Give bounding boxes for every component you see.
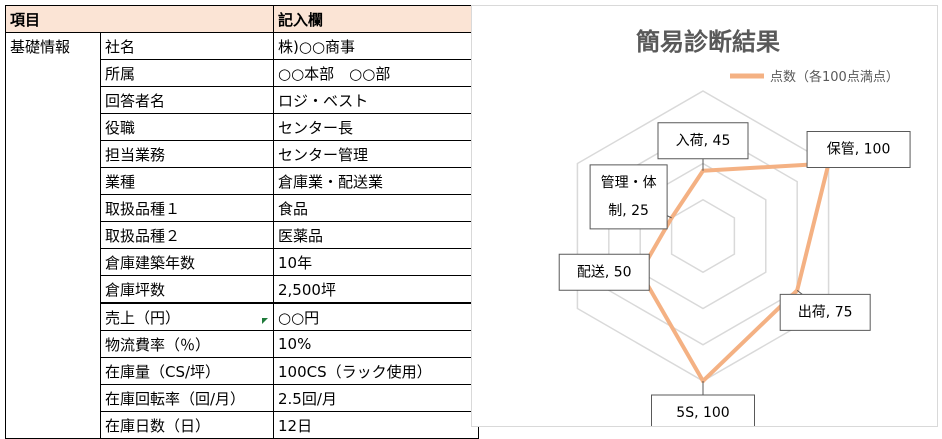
radar-chart: 簡易診断結果 点数（各100点満点） 入荷, 45 保管, 100 出荷, 75 5S… xyxy=(471,5,938,427)
data-label-box xyxy=(651,394,755,426)
data-label-box xyxy=(558,253,650,291)
radar-grid-ring xyxy=(670,198,736,274)
data-label: 配送, 50 xyxy=(558,253,650,291)
data-label: 5S, 100 xyxy=(651,381,755,426)
row-value[interactable]: センター管理 xyxy=(273,140,479,168)
row-value[interactable]: 2.5回/月 xyxy=(273,384,479,412)
row-value[interactable]: 倉庫業・配送業 xyxy=(273,167,479,195)
info-table: 項目記入欄基礎情報社名株)○○商事所属○○本部 ○○部回答者名ロジ・ベスト役職セ… xyxy=(5,5,479,439)
row-label: 売上（円） xyxy=(100,302,274,331)
row-value[interactable]: ○○本部 ○○部 xyxy=(273,59,479,87)
row-label: 在庫日数（日） xyxy=(100,411,274,439)
row-value[interactable]: 2,500坪 xyxy=(273,275,479,304)
table-row: 在庫回転率（回/月）2.5回/月 xyxy=(6,384,479,412)
header-item: 項目 xyxy=(5,5,274,33)
data-label-text: 配送, 50 xyxy=(577,264,632,280)
row-label: 物流費率（％） xyxy=(100,330,274,358)
row-label: 業種 xyxy=(100,167,274,195)
row-label: 倉庫坪数 xyxy=(100,275,274,304)
row-label: 所属 xyxy=(100,59,274,87)
legend-label: 点数（各100点満点） xyxy=(770,69,899,85)
data-label-box xyxy=(779,293,871,331)
data-label-text: 入荷, 45 xyxy=(676,133,731,149)
row-value[interactable]: 10年 xyxy=(273,248,479,276)
row-label: 社名 xyxy=(100,32,274,60)
row-label: 回答者名 xyxy=(100,86,274,114)
chart-title: 簡易診断結果 xyxy=(636,28,780,56)
row-label: 取扱品種２ xyxy=(100,221,274,249)
row-value[interactable]: 12日 xyxy=(273,411,479,439)
row-value[interactable]: 医薬品 xyxy=(273,221,479,249)
comment-indicator-icon xyxy=(262,318,268,324)
row-label: 在庫量（CS/坪） xyxy=(100,357,274,385)
table-header-row: 項目記入欄 xyxy=(5,5,479,33)
table-row: 担当業務センター管理 xyxy=(6,140,479,168)
category-cell: 基礎情報 xyxy=(5,32,101,439)
table-row: 基礎情報社名株)○○商事 xyxy=(5,32,479,439)
header-entry: 記入欄 xyxy=(273,5,479,33)
row-label: 取扱品種１ xyxy=(100,194,274,222)
row-value[interactable]: ロジ・ベスト xyxy=(273,86,479,114)
table-row: 役職センター長 xyxy=(6,113,479,141)
table-row: 業種倉庫業・配送業 xyxy=(6,167,479,195)
data-label-box xyxy=(657,122,749,160)
table-row: 所属○○本部 ○○部 xyxy=(6,59,479,87)
row-value[interactable]: 10% xyxy=(273,330,479,358)
table-row: 回答者名ロジ・ベスト xyxy=(6,86,479,114)
table-row: 売上（円）○○円 xyxy=(6,302,479,331)
data-label-text: 出荷, 75 xyxy=(798,304,853,320)
data-label: 保管, 100 xyxy=(806,131,911,168)
series-line xyxy=(638,161,831,383)
data-label: 入荷, 45 xyxy=(657,122,749,171)
data-label-text: 管理・体 xyxy=(601,175,657,191)
row-label: 担当業務 xyxy=(100,140,274,168)
data-label-text: 保管, 100 xyxy=(827,142,891,158)
row-value[interactable]: 株)○○商事 xyxy=(273,32,479,60)
row-label: 倉庫建築年数 xyxy=(100,248,274,276)
table-row: 在庫量（CS/坪）100CS（ラック使用） xyxy=(6,357,479,385)
data-label: 出荷, 75 xyxy=(779,289,871,331)
row-value[interactable]: センター長 xyxy=(273,113,479,141)
row-value[interactable]: 100CS（ラック使用） xyxy=(273,357,479,385)
row-value[interactable]: 食品 xyxy=(273,194,479,222)
row-value[interactable]: ○○円 xyxy=(273,302,479,331)
radar-chart-svg: 簡易診断結果 点数（各100点満点） 入荷, 45 保管, 100 出荷, 75 5S… xyxy=(558,28,911,426)
data-label-text: 制, 25 xyxy=(608,203,649,219)
data-label: 管理・体制, 25 xyxy=(589,164,672,230)
info-table-body: 項目記入欄基礎情報社名株)○○商事所属○○本部 ○○部回答者名ロジ・ベスト役職セ… xyxy=(5,5,479,439)
data-label-box xyxy=(806,131,911,168)
data-label-box xyxy=(589,164,668,230)
data-label-text: 5S, 100 xyxy=(676,405,729,421)
row-label: 役職 xyxy=(100,113,274,141)
row-label: 在庫回転率（回/月） xyxy=(100,384,274,412)
